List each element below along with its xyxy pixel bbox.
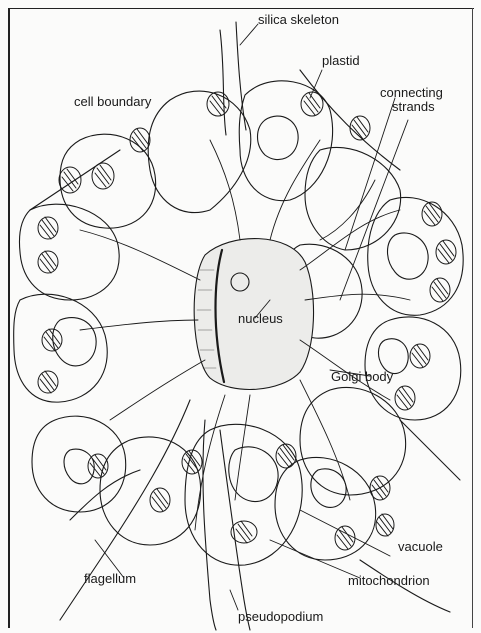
label-flagellum: flagellum <box>84 572 136 586</box>
flagella <box>60 400 250 630</box>
label-nucleus: nucleus <box>238 312 283 326</box>
label-mitochondrion: mitochondrion <box>348 574 430 588</box>
label-silica-skeleton: silica skeleton <box>258 13 339 27</box>
label-golgi-body: Golgi body <box>331 370 393 384</box>
label-plastid: plastid <box>322 54 360 68</box>
label-connecting-strands-line2: strands <box>392 100 435 114</box>
label-pseudopodium: pseudopodium <box>238 610 323 624</box>
label-vacuole: vacuole <box>398 540 443 554</box>
label-cell-boundary: cell boundary <box>74 95 151 109</box>
label-connecting-strands-line1: connecting <box>380 86 443 100</box>
